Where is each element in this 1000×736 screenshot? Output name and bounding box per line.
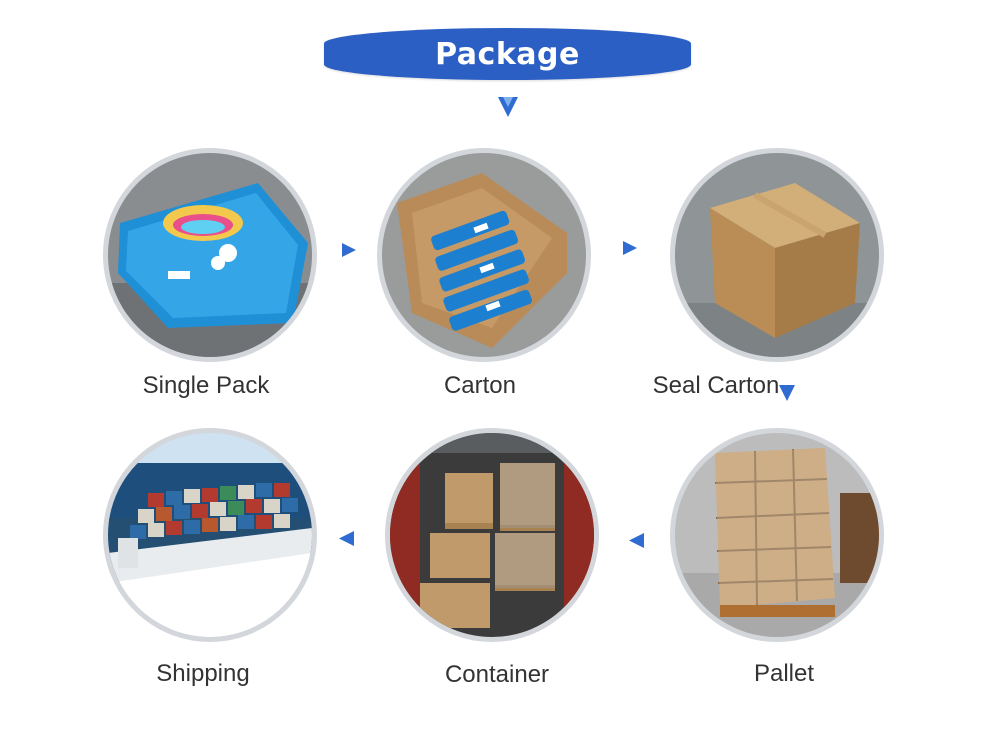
- container-image: [385, 428, 599, 642]
- step-label-seal-carton: Seal Carton: [652, 372, 780, 399]
- single-pack-image: [103, 148, 317, 362]
- down-arrow-icon: [498, 97, 518, 117]
- step-label-single-pack: Single Pack: [142, 372, 270, 399]
- right-arrow-icon: [623, 241, 637, 255]
- right-arrow-icon: [342, 243, 356, 257]
- step-label-carton: Carton: [443, 372, 517, 399]
- step-label-shipping: Shipping: [156, 660, 250, 687]
- header-title: Package: [435, 36, 580, 72]
- open-carton-image: [377, 148, 591, 362]
- down-arrow-icon: [779, 385, 795, 401]
- left-arrow-icon: [339, 531, 354, 546]
- pallet-image: [670, 428, 884, 642]
- cargo-ship-image: [103, 428, 317, 642]
- step-label-pallet: Pallet: [753, 660, 815, 687]
- header-banner: Package: [324, 28, 691, 80]
- step-label-container: Container: [444, 661, 550, 688]
- left-arrow-icon: [629, 533, 644, 548]
- sealed-carton-image: [670, 148, 884, 362]
